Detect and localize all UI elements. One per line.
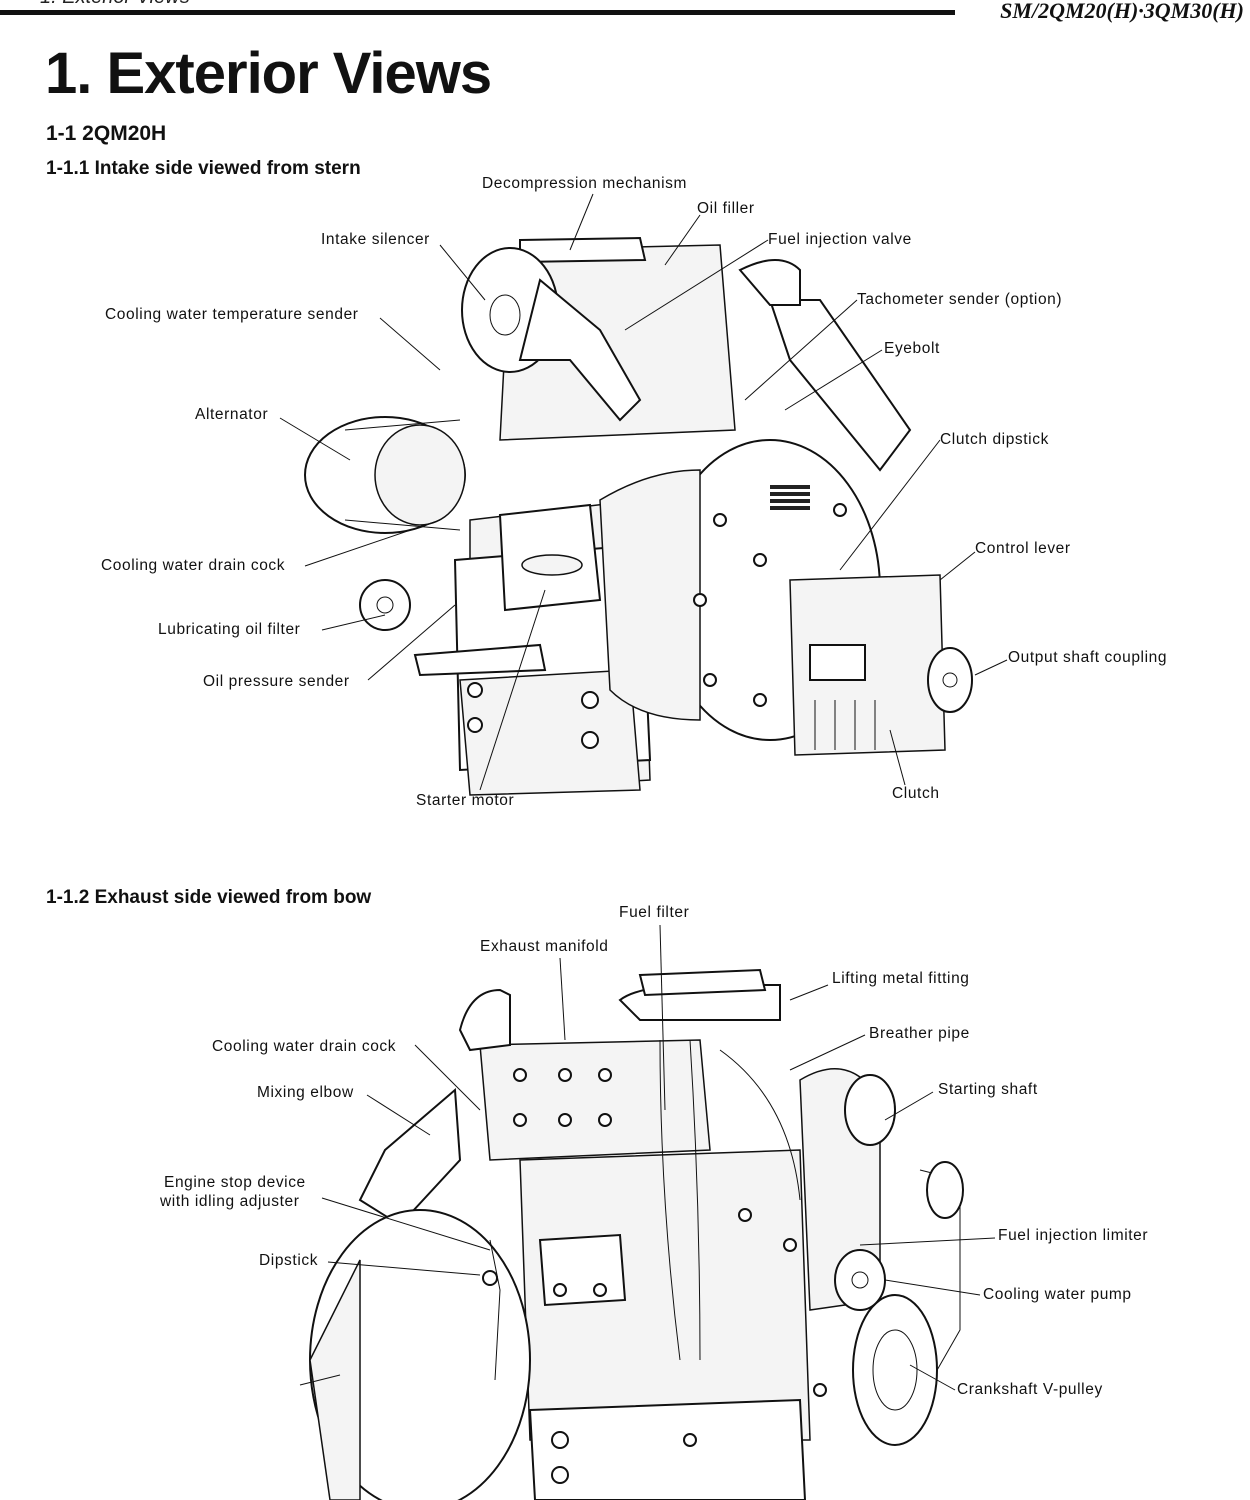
label-exhaust-manifold: Exhaust manifold — [480, 938, 609, 955]
engine-intake-side-drawing — [304, 236, 973, 796]
section-subtitle: 1-1 2QM20H — [46, 122, 167, 145]
label-cooling-water-temperature-sender: Cooling water temperature sender — [105, 306, 359, 323]
label-mixing-elbow: Mixing elbow — [257, 1084, 354, 1101]
label-clutch: Clutch — [892, 785, 940, 802]
label-fuel-filter: Fuel filter — [619, 904, 690, 921]
label-oil-filler: Oil filler — [697, 200, 755, 217]
label-alternator: Alternator — [195, 406, 269, 423]
label-fuel-injection-valve: Fuel injection valve — [768, 231, 912, 248]
label-cooling-water-pump: Cooling water pump — [983, 1286, 1132, 1303]
figure1-leader-lines — [279, 193, 1008, 791]
figure1-heading: 1-1.1 Intake side viewed from stern — [46, 158, 361, 179]
page-title: 1. Exterior Views — [45, 41, 492, 106]
label-tachometer-sender: Tachometer sender (option) — [857, 291, 1063, 308]
engine-exhaust-side-drawing — [299, 968, 964, 1500]
label-dipstick: Dipstick — [259, 1252, 319, 1269]
label-crankshaft-v-pulley: Crankshaft V-pulley — [957, 1381, 1103, 1398]
label-clutch-dipstick: Clutch dipstick — [940, 431, 1049, 448]
label-starting-shaft: Starting shaft — [938, 1081, 1038, 1098]
label-fuel-injection-limiter: Fuel injection limiter — [998, 1227, 1149, 1244]
label-engine-stop-device: Engine stop device — [164, 1174, 306, 1191]
label-output-shaft-coupling: Output shaft coupling — [1008, 649, 1168, 666]
header-section-name: 1. Exterior Views — [40, 0, 190, 9]
label-engine-stop-idling-adjuster: with idling adjuster — [160, 1193, 300, 1210]
label-cooling-water-drain-cock: Cooling water drain cock — [101, 557, 286, 574]
label-starter-motor: Starter motor — [416, 792, 515, 809]
label-breather-pipe: Breather pipe — [869, 1025, 970, 1042]
header-model-name: SM/2QM20(H)·3QM30(H) — [1000, 0, 1244, 23]
label-cooling-water-drain-cock-2: Cooling water drain cock — [212, 1038, 397, 1055]
label-lubricating-oil-filter: Lubricating oil filter — [158, 621, 301, 638]
figure2-leader-lines — [321, 924, 996, 1391]
label-decompression-mechanism: Decompression mechanism — [482, 175, 688, 192]
label-lifting-metal-fitting: Lifting metal fitting — [832, 970, 970, 987]
figure2-heading: 1-1.2 Exhaust side viewed from bow — [46, 887, 372, 908]
label-intake-silencer: Intake silencer — [321, 231, 430, 248]
label-control-lever: Control lever — [975, 540, 1071, 557]
label-oil-pressure-sender: Oil pressure sender — [203, 673, 350, 690]
header-rule — [0, 10, 955, 15]
label-eyebolt: Eyebolt — [884, 340, 940, 357]
